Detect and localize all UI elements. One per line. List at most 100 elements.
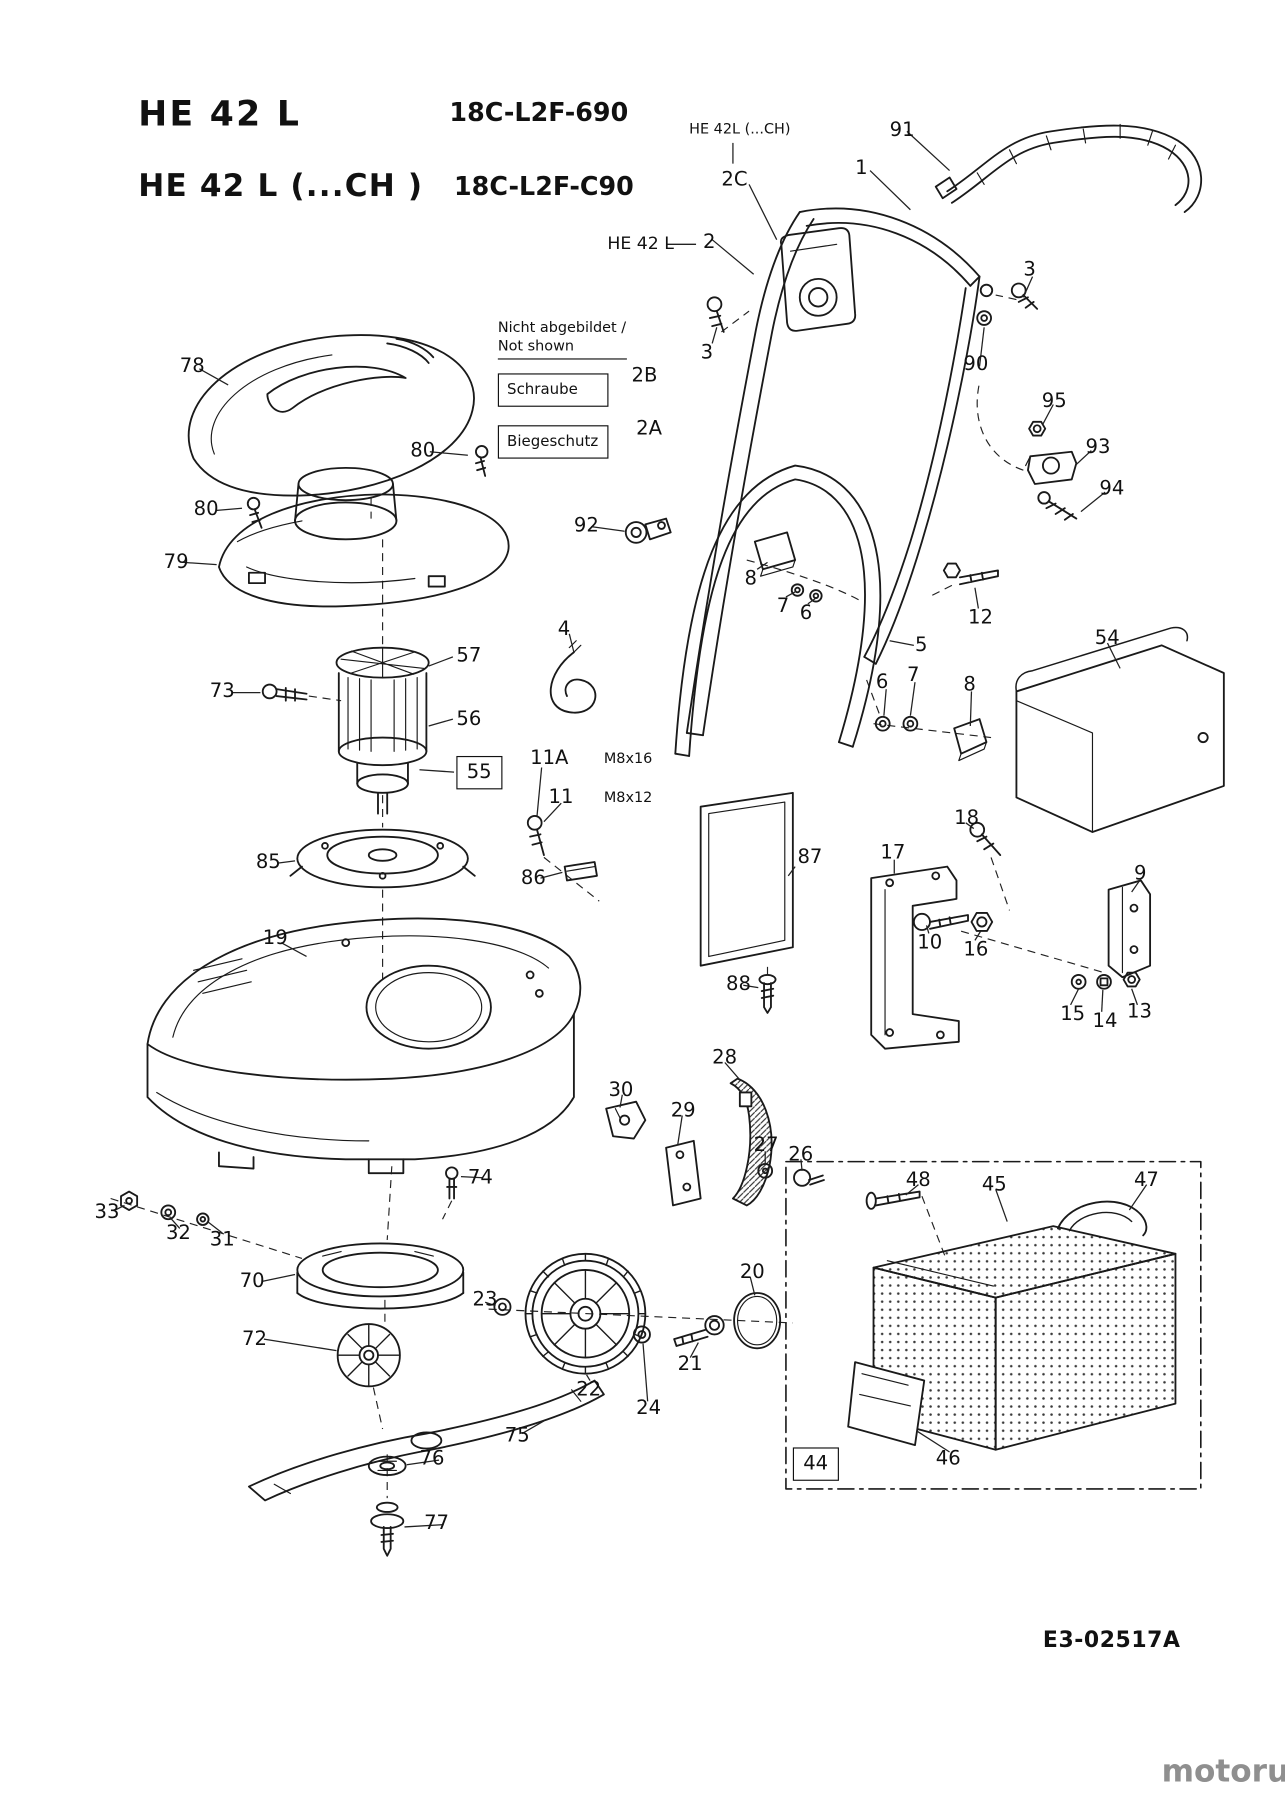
part-label-27: 27 [753,1133,779,1158]
lower-handle-part [674,464,882,757]
part-label-13: 13 [1127,1000,1152,1024]
part-label-8: 8 [744,566,757,591]
hood-screws [246,445,489,529]
part-label-47: 47 [1133,1168,1159,1192]
part-label-74: 74 [467,1166,493,1190]
part-label-54: 54 [1094,626,1120,650]
grass-catcher-group [785,1160,1202,1490]
deck-screw-74 [445,1166,459,1200]
part-label-87: 87 [797,845,823,869]
part-label-8: 8 [963,673,976,697]
part-label-92: 92 [573,513,599,538]
part-label-12: 12 [968,606,993,630]
part-label-11a: 11A [530,746,569,770]
part-label-44: 44 [792,1447,839,1481]
part-label-1: 1 [855,156,868,180]
ring-part [296,1242,465,1310]
switch-parts [1025,420,1078,521]
part-label-3: 3 [1023,258,1036,282]
small-brackets [605,1077,825,1207]
part-label-73: 73 [209,679,235,703]
part-label-90: 90 [963,352,989,376]
part-label-23: 23 [472,1288,498,1312]
model-code-1: 18C-L2F-690 [449,99,629,128]
part-label-he42lch: HE 42L (...CH) [689,119,791,138]
part-label-31: 31 [209,1228,235,1252]
part-label-80: 80 [193,497,219,521]
part-label-32: 32 [165,1221,191,1245]
part-label-2: 2 [702,230,716,254]
part-label-46: 46 [935,1447,961,1471]
part-label-29: 29 [670,1099,696,1123]
not-shown-item-schraube: Schraube [497,373,609,408]
cable-clip-92 [624,517,672,544]
not-shown-ref-2b: 2B [631,364,658,388]
part-label-48: 48 [905,1168,931,1192]
part-label-10: 10 [917,931,943,955]
part-label-56: 56 [456,707,482,731]
not-shown-item-biegeschutz: Biegeschutz [497,425,609,459]
part-label-26: 26 [788,1143,814,1167]
part-label-28: 28 [712,1046,738,1070]
rear-flap-part [1015,626,1225,833]
part-label-7: 7 [906,663,920,687]
part-label-m8x16: M8x16 [603,749,653,767]
part-label-57: 57 [456,644,482,668]
part-label-2c: 2C [721,168,748,192]
part-label-86: 86 [520,866,546,890]
part-label-24: 24 [636,1396,662,1420]
rear-bracket-left [870,821,1002,1050]
part-label-45: 45 [981,1173,1007,1197]
part-label-88: 88 [726,972,751,996]
part-label-m8x12: M8x12 [603,788,653,806]
part-label-94: 94 [1099,477,1125,501]
part-label-14: 14 [1092,1009,1118,1033]
not-shown-box: Nicht abgebildet / Not shown Schraube Bi… [497,318,627,477]
part-label-30: 30 [608,1078,634,1102]
part-label-18: 18 [954,806,980,830]
part-label-15: 15 [1060,1002,1086,1026]
part-label-11: 11 [548,785,574,809]
handle-bolts-3 [706,282,1039,333]
part-label-75: 75 [504,1424,530,1448]
part-label-4: 4 [557,617,571,641]
deflector-panel [699,791,794,1014]
blade-part [247,1379,605,1502]
hood-part [187,334,475,497]
part-label-6: 6 [799,601,813,625]
fan-part [336,1323,401,1388]
part-label-78: 78 [179,354,205,378]
motor-part [335,646,430,815]
not-shown-title: Nicht abgebildet / Not shown [497,318,627,360]
model-code-2: 18C-L2F-C90 [454,172,634,202]
fan-housing-part [289,828,476,889]
part-label-16: 16 [963,938,989,962]
part-label-6: 6 [875,670,889,694]
cable-4 [549,640,597,714]
part-label-72: 72 [242,1327,267,1351]
fasteners-33-32-31 [120,1190,210,1226]
handle-mount-lower [874,562,999,762]
handle-mount-upper [753,531,823,603]
watermark: motoruf.de [1162,1754,1285,1790]
part-label-70: 70 [239,1269,265,1293]
model-title-1: HE 42 L [138,94,302,135]
not-shown-ref-2a: 2A [636,417,662,441]
part-label-7: 7 [776,594,790,618]
part-label-55: 55 [456,755,503,790]
upper-handle-part [685,207,994,737]
wheel-fasteners [493,1292,782,1350]
deck-part [146,917,582,1175]
drawing-number: E3-02517A [1042,1627,1181,1653]
part-label-5: 5 [915,633,928,657]
part-label-22: 22 [576,1378,602,1402]
part-label-he42l: HE 42 L [607,232,674,254]
part-label-17: 17 [880,841,906,865]
motor-screw-73 [261,683,308,702]
cable-91 [934,123,1203,213]
part-label-91: 91 [889,118,915,142]
part-label-77: 77 [424,1511,450,1535]
rear-bracket-right [1070,879,1152,990]
